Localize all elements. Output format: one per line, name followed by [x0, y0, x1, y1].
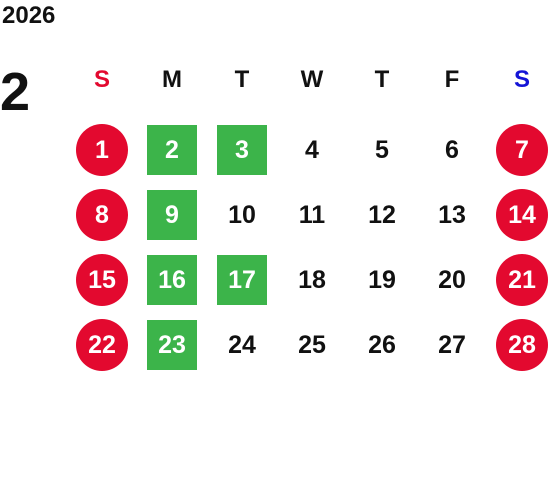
- day-cell-22[interactable]: 22: [67, 319, 137, 371]
- day-number: 5: [375, 135, 389, 164]
- day-number: 16: [147, 255, 197, 305]
- day-number: 15: [76, 254, 128, 306]
- day-number: 21: [496, 254, 548, 306]
- day-cell-5[interactable]: 5: [347, 124, 417, 176]
- day-cell-27[interactable]: 27: [417, 319, 487, 371]
- day-cell-14[interactable]: 14: [487, 189, 548, 241]
- day-cell-26[interactable]: 26: [347, 319, 417, 371]
- day-cell-9[interactable]: 9: [137, 189, 207, 241]
- day-cell-20[interactable]: 20: [417, 254, 487, 306]
- weekday-header-friday: F: [444, 66, 460, 93]
- day-number: 6: [445, 135, 459, 164]
- day-cell-12[interactable]: 12: [347, 189, 417, 241]
- day-number: 28: [496, 319, 548, 371]
- day-number: 19: [368, 265, 396, 294]
- day-cell-25[interactable]: 25: [277, 319, 347, 371]
- day-cell-24[interactable]: 24: [207, 319, 277, 371]
- day-number: 20: [438, 265, 466, 294]
- day-number: 11: [298, 200, 326, 229]
- day-cell-6[interactable]: 6: [417, 124, 487, 176]
- day-number: 24: [228, 330, 256, 359]
- day-cell-23[interactable]: 23: [137, 319, 207, 371]
- day-cell-7[interactable]: 7: [487, 124, 548, 176]
- day-cell-21[interactable]: 21: [487, 254, 548, 306]
- day-number: 9: [147, 190, 197, 240]
- day-cell-17[interactable]: 17: [207, 254, 277, 306]
- day-cell-1[interactable]: 1: [67, 124, 137, 176]
- weekday-header-sunday: S: [93, 66, 110, 93]
- day-number: 18: [298, 265, 326, 294]
- day-cell-13[interactable]: 13: [417, 189, 487, 241]
- day-number: 8: [76, 189, 128, 241]
- day-cell-18[interactable]: 18: [277, 254, 347, 306]
- day-number: 27: [438, 330, 466, 359]
- day-number: 12: [368, 200, 396, 229]
- day-number: 23: [147, 320, 197, 370]
- day-number: 7: [496, 124, 548, 176]
- day-cell-10[interactable]: 10: [207, 189, 277, 241]
- month-label: 2: [0, 62, 31, 122]
- day-cell-3[interactable]: 3: [207, 124, 277, 176]
- day-cell-16[interactable]: 16: [137, 254, 207, 306]
- day-cell-2[interactable]: 2: [137, 124, 207, 176]
- year-label: 2026: [2, 2, 56, 29]
- day-number: 2: [147, 125, 197, 175]
- day-cell-28[interactable]: 28: [487, 319, 548, 371]
- day-cell-15[interactable]: 15: [67, 254, 137, 306]
- weekday-header-wednesday: W: [300, 66, 324, 93]
- day-number: 10: [228, 200, 256, 229]
- day-cell-4[interactable]: 4: [277, 124, 347, 176]
- day-number: 3: [217, 125, 267, 175]
- day-number: 22: [76, 319, 128, 371]
- weekday-header-thursday: T: [374, 66, 390, 93]
- day-number: 1: [76, 124, 128, 176]
- day-cell-19[interactable]: 19: [347, 254, 417, 306]
- day-cell-11[interactable]: 11: [277, 189, 347, 241]
- day-number: 4: [305, 135, 319, 164]
- day-number: 17: [217, 255, 267, 305]
- day-number: 25: [298, 330, 326, 359]
- day-cell-8[interactable]: 8: [67, 189, 137, 241]
- day-number: 13: [438, 200, 466, 229]
- weekday-header-saturday: S: [513, 66, 530, 93]
- weekday-header-tuesday: T: [234, 66, 250, 93]
- weekday-header-monday: M: [162, 66, 182, 93]
- day-number: 26: [368, 330, 396, 359]
- day-number: 14: [496, 189, 548, 241]
